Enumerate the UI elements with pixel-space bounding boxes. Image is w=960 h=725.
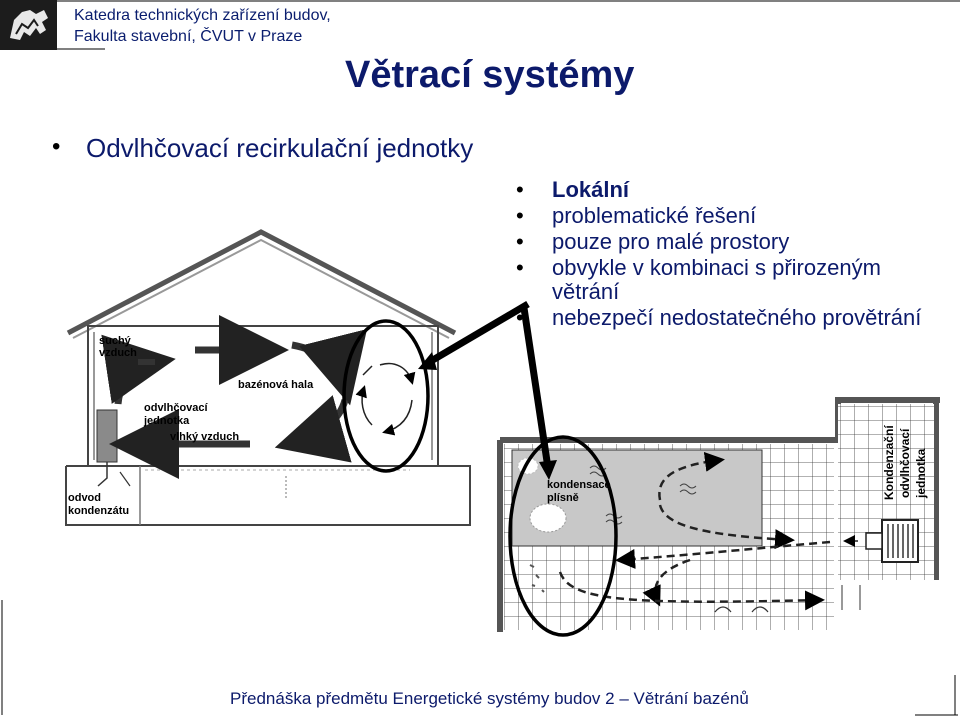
right-diagram-plan [497, 397, 940, 637]
bullet-dot: • [52, 133, 61, 160]
institution-line-2: Fakulta stavební, ČVUT v Praze [74, 28, 303, 45]
lion-logo-icon [0, 0, 57, 50]
list-item: •obvykle v kombinaci s přirozeným větrán… [516, 255, 881, 304]
label-hall: bazénová hala [238, 379, 314, 391]
slide-title: Větrací systémy [345, 54, 635, 96]
main-bullet-text: Odvlhčovací recirkulační jednotky [86, 133, 474, 163]
label-unit-1: odvlhčovací [144, 402, 209, 414]
label-condensation-2: plísně [547, 492, 579, 504]
label-condensation-1: kondensace [547, 479, 611, 491]
label-dry-air-1: suchý [99, 335, 132, 347]
institution-name: Katedra technických zařízení budov, Faku… [74, 5, 331, 47]
list-item: •Lokální [516, 177, 630, 202]
footer-text: Přednáška předmětu Energetické systémy b… [230, 689, 749, 708]
label-dry-air-2: vzduch [99, 347, 137, 359]
label-drain-1: odvod [68, 492, 101, 504]
list-item: •problematické řešení [516, 203, 757, 228]
label-unit-2: jednotka [143, 415, 190, 427]
left-diagram-building [65, 229, 471, 526]
sub-bullet-list: •Lokální •problematické řešení •pouze pr… [516, 178, 936, 332]
label-humid-air: vlhký vzduch [170, 431, 239, 443]
header: Katedra technických zařízení budov, Faku… [0, 0, 960, 50]
institution-line-1: Katedra technických zařízení budov, [74, 7, 331, 24]
list-item: •pouze pro malé prostory [516, 229, 790, 254]
label-unit-vertical-1: Kondenzační [882, 425, 896, 500]
list-item: •nebezpečí nedostatečného provětrání [516, 305, 922, 330]
label-unit-vertical-2: odvlhčovací [898, 428, 912, 498]
header-lines [57, 0, 960, 50]
university-logo [0, 0, 57, 50]
label-drain-2: kondenzátu [68, 505, 129, 517]
label-unit-vertical-3: jednotka [914, 448, 928, 499]
